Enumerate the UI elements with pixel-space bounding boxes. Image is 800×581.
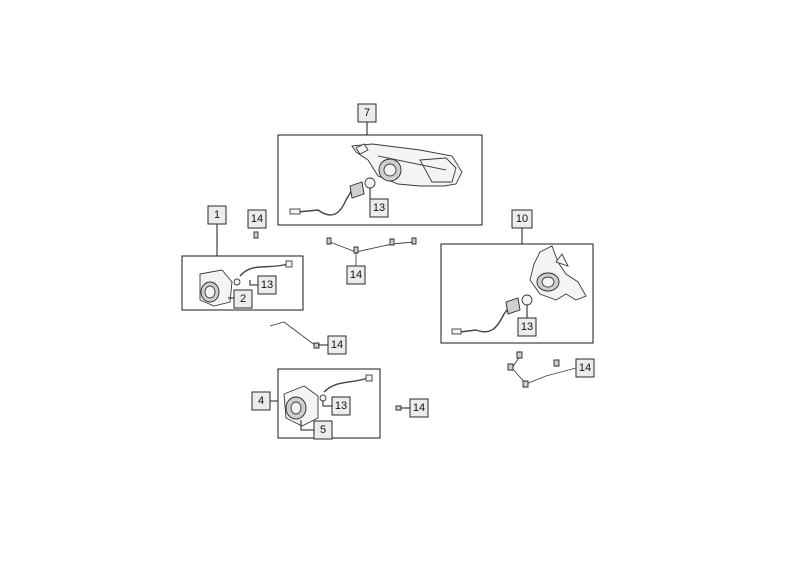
callout-13-label: 13: [373, 202, 385, 214]
callout-14-label: 14: [350, 269, 362, 281]
callout-4-label: 4: [258, 395, 264, 407]
callout-4: 4: [251, 391, 271, 411]
callout-14-bottom-center: 14: [409, 398, 429, 418]
screw-bottom-center: 14: [395, 398, 429, 418]
callout-2-label: 2: [240, 293, 246, 305]
callout-13-group-7: 13: [369, 198, 389, 218]
screw-harness-right: 14: [507, 351, 595, 388]
callout-14-top-left: 14: [247, 209, 267, 229]
callout-2: 2: [233, 289, 253, 309]
callout-7: 7: [357, 103, 377, 123]
callout-13-label: 13: [261, 279, 273, 291]
callout-10: 10: [511, 209, 533, 229]
callout-5-label: 5: [320, 424, 326, 436]
screw-harness-center: 14: [326, 237, 417, 285]
callout-1-label: 1: [214, 209, 220, 221]
group-10-box: [440, 243, 594, 344]
headlamp-illustration: [351, 143, 463, 187]
callout-14-label: 14: [251, 213, 263, 225]
callout-14-center: 14: [346, 265, 366, 285]
callout-13-label: 13: [521, 321, 533, 333]
group-1-fog-lamp-left: 1 2 13: [181, 205, 304, 311]
callout-13-label: 13: [335, 400, 347, 412]
group-4-fog-lamp-right: 4 5 13: [251, 368, 381, 440]
group-7-headlamp: 7 13: [277, 103, 483, 226]
callout-14-label: 14: [579, 362, 591, 374]
fog-lamp-illustration-4: [283, 374, 373, 431]
callout-5: 5: [313, 420, 333, 440]
group-10-lamp-assembly: 10 13: [440, 209, 594, 344]
callout-14-middle: 14: [327, 335, 347, 355]
group-7-box: [277, 134, 483, 226]
callout-13-group-10: 13: [517, 317, 537, 337]
bulb-socket-wire-7: [289, 177, 376, 216]
callout-14-label: 14: [413, 402, 425, 414]
fog-lamp-illustration-1: [199, 260, 293, 307]
callout-13-group-1: 13: [257, 275, 277, 295]
callout-1: 1: [207, 205, 227, 225]
callout-13-group-4: 13: [331, 396, 351, 416]
lamp-illustration-10: [451, 245, 587, 335]
callout-14-right: 14: [575, 358, 595, 378]
callout-14-label: 14: [331, 339, 343, 351]
callout-7-label: 7: [364, 107, 370, 119]
callout-10-label: 10: [516, 213, 528, 225]
wire-bracket-middle: 14: [269, 321, 347, 355]
screw-top-left: 14: [247, 209, 267, 239]
group-1-box: [181, 255, 304, 311]
